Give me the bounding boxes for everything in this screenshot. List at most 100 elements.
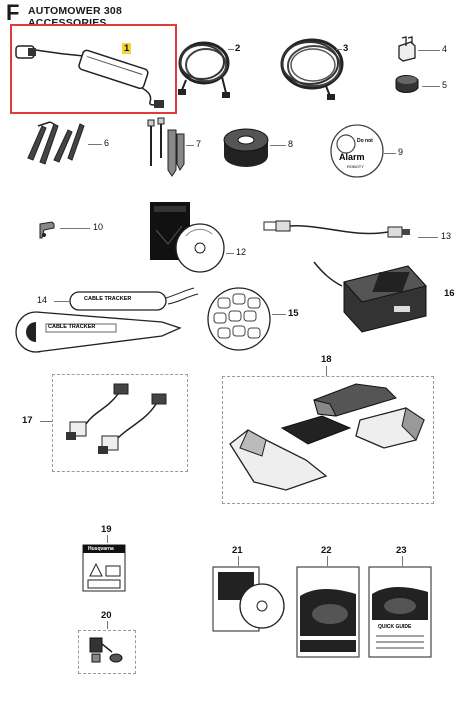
quick-guide-drawing <box>296 566 360 658</box>
part-23[interactable]: QUICK GUIDE <box>368 566 432 658</box>
connector-kit-drawing <box>89 637 123 663</box>
quick-guide-2-drawing <box>368 566 432 658</box>
part-22[interactable] <box>296 566 360 658</box>
part-18-frame <box>222 376 434 504</box>
leader-7 <box>186 145 194 146</box>
leader-3 <box>336 49 342 50</box>
alarm-sign-drawing <box>330 124 384 178</box>
part-label-16[interactable]: 16 <box>444 288 455 299</box>
sign-text-2: Alarm <box>339 152 365 162</box>
cable-adapters-drawing <box>66 383 167 454</box>
part-9[interactable]: Do not Alarm ROBOTY <box>330 124 384 178</box>
part-label-17[interactable]: 17 <box>22 415 33 426</box>
leader-4 <box>418 50 440 51</box>
section-letter: F <box>6 0 20 25</box>
part-21[interactable] <box>212 566 288 632</box>
part-label-21[interactable]: 21 <box>232 545 243 556</box>
cable-spool-drawing <box>223 128 269 167</box>
screws-and-plugs-drawing <box>147 117 185 177</box>
cable-tracker-drawing <box>15 287 199 353</box>
wire-coupler-drawing <box>395 75 419 93</box>
leader-10 <box>60 228 90 229</box>
part-label-15[interactable]: 15 <box>288 308 299 319</box>
part-label-23[interactable]: 23 <box>396 545 407 556</box>
coiled-cable-drawing <box>178 41 230 98</box>
part-20-frame <box>78 630 136 674</box>
part-18[interactable] <box>226 380 428 498</box>
usb-cable-drawing <box>263 220 410 238</box>
tracker-b-label: CABLE TRACKER <box>48 324 96 330</box>
parking-disc-drawing <box>207 287 271 351</box>
part-13[interactable] <box>262 214 418 242</box>
leader-5 <box>422 86 440 87</box>
part-17[interactable] <box>58 378 178 466</box>
leader-14 <box>54 301 70 302</box>
leader-12 <box>226 253 234 254</box>
leader-13 <box>418 237 438 238</box>
battery-charger-drawing <box>313 261 427 333</box>
part-label-22[interactable]: 22 <box>321 545 332 556</box>
selected-part-frame <box>10 24 177 114</box>
sign-text-3: ROBOTY <box>347 164 364 169</box>
sign-text-1: Do not <box>357 138 373 144</box>
part-label-7[interactable]: 7 <box>196 139 202 149</box>
part-label-20[interactable]: 20 <box>101 610 112 621</box>
part-label-5[interactable]: 5 <box>442 80 448 90</box>
part-label-8[interactable]: 8 <box>288 139 294 149</box>
leader-23 <box>402 556 403 566</box>
part-5[interactable] <box>392 72 422 94</box>
warning-sticker-drawing <box>82 544 126 592</box>
part-12[interactable] <box>146 200 226 276</box>
part-label-13[interactable]: 13 <box>441 231 452 241</box>
guide-and-cd-drawing <box>212 566 285 632</box>
part-label-14[interactable]: 14 <box>37 295 48 305</box>
part-20[interactable] <box>86 634 126 668</box>
part-label-3[interactable]: 3 <box>343 43 349 54</box>
wire-pegs-drawing <box>27 121 85 165</box>
part-17-frame <box>52 374 188 472</box>
part-label-6[interactable]: 6 <box>104 138 110 148</box>
part-19[interactable]: Husqvarna <box>82 544 126 592</box>
part-10[interactable] <box>38 220 60 240</box>
part-label-12[interactable]: 12 <box>236 247 247 257</box>
leader-15 <box>272 314 286 315</box>
leader-9 <box>384 153 396 154</box>
part-label-19[interactable]: 19 <box>101 524 112 535</box>
part-label-4[interactable]: 4 <box>442 44 448 54</box>
part-2[interactable] <box>176 35 236 100</box>
leader-6 <box>88 144 102 145</box>
part-14[interactable]: CABLE TRACKER CABLE TRACKER <box>12 284 200 364</box>
part-3[interactable] <box>278 34 348 102</box>
leader-20 <box>107 621 108 629</box>
section-subtitle: ACCESSORIES <box>28 17 107 29</box>
leader-2 <box>228 49 234 50</box>
part-7[interactable] <box>142 116 186 178</box>
part-label-18[interactable]: 18 <box>321 354 332 365</box>
part-1[interactable] <box>14 30 174 110</box>
part-16[interactable] <box>312 260 430 336</box>
part-15[interactable] <box>206 286 272 352</box>
sticker-brand: Husqvarna <box>88 546 114 552</box>
part-label-10[interactable]: 10 <box>93 222 104 232</box>
mower-covers-drawing <box>229 383 425 491</box>
leader-8 <box>270 145 286 146</box>
part-label-1[interactable]: 1 <box>122 43 132 54</box>
mounting-clip-drawing <box>39 221 55 239</box>
leader-22 <box>327 556 328 566</box>
part-label-2[interactable]: 2 <box>235 43 241 54</box>
power-supply-drawing <box>15 45 164 108</box>
tracker-a-label: CABLE TRACKER <box>84 296 132 302</box>
leader-17 <box>40 421 52 422</box>
part-8[interactable] <box>222 126 270 170</box>
wire-connector-drawing <box>398 36 416 62</box>
leader-21 <box>238 556 239 566</box>
leader-19 <box>107 535 108 543</box>
leader-18 <box>326 366 327 376</box>
part-label-9[interactable]: 9 <box>398 147 404 157</box>
model-title: AUTOMOWER 308 <box>28 5 123 17</box>
part-4[interactable] <box>396 36 418 62</box>
part-6[interactable] <box>24 118 88 165</box>
manual-and-cd-drawing <box>150 202 225 273</box>
quick-guide-label: QUICK GUIDE <box>378 624 412 630</box>
boundary-wire-drawing <box>280 38 344 100</box>
